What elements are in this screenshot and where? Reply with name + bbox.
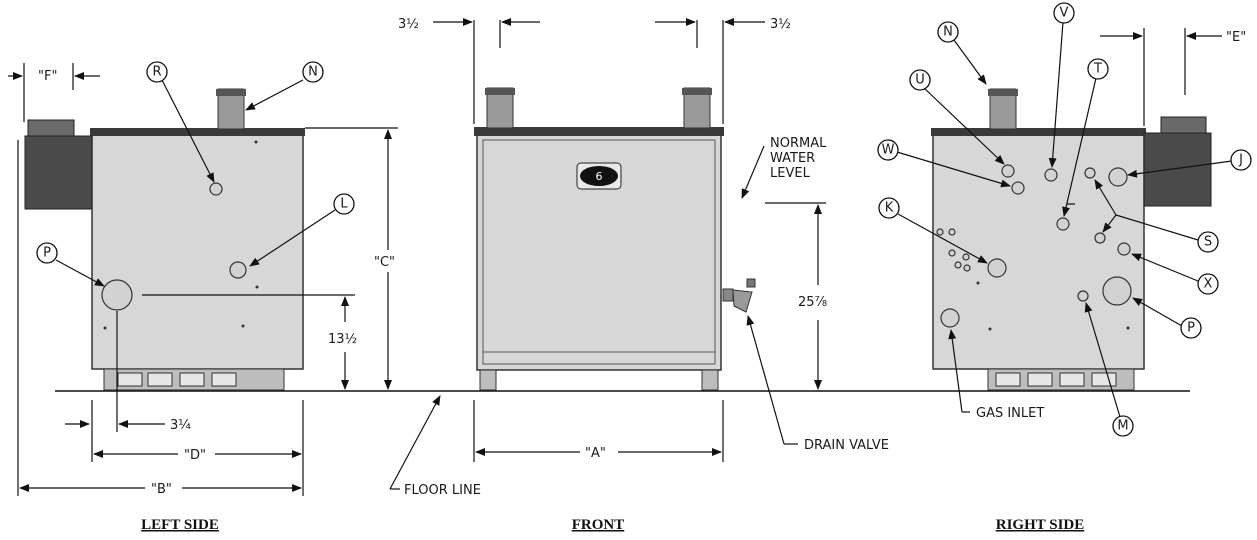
left-base: [103, 368, 285, 391]
bubble-s-right: S: [1204, 235, 1212, 250]
dim-13-half: 13½: [328, 332, 357, 347]
caption-front: FRONT: [572, 517, 625, 533]
left-top-panel: [90, 128, 305, 136]
dim-3-half-right: 3½: [770, 17, 791, 32]
bubble-p-left: P: [43, 246, 51, 261]
bubble-r-left: R: [152, 65, 161, 80]
gas-inlet-label: GAS INLET: [976, 406, 1044, 421]
dim-b: "B": [151, 482, 172, 497]
bubble-j-right: J: [1238, 153, 1243, 168]
hole-j: [1108, 167, 1128, 187]
dim-c: "C": [374, 255, 395, 270]
right-control-box: [1160, 116, 1207, 134]
hole-v: [1044, 168, 1058, 182]
right-base: [987, 368, 1135, 391]
hole-s-upper: [1084, 167, 1096, 179]
right-side-view: N V U T W J K S X P M GAS INLET "E" RIGH…: [877, 2, 1252, 533]
bubble-u-right: U: [915, 73, 925, 88]
caption-left-side: LEFT SIDE: [141, 517, 219, 533]
drain-valve-label: DRAIN VALVE: [804, 438, 889, 453]
right-top-panel: [931, 128, 1146, 136]
dim-25-7-8: 25⅞: [798, 295, 828, 310]
front-badge-text: 6: [596, 170, 603, 183]
left-side-view: R N L P "F" "C" 13½ 3¼ "D": [8, 61, 398, 533]
caption-right-side: RIGHT SIDE: [996, 517, 1085, 533]
hole-t: [1056, 217, 1070, 231]
hole-l: [229, 261, 247, 279]
bubble-n-left: N: [308, 65, 318, 80]
hole-m: [1077, 290, 1089, 302]
right-draft-hood: [1143, 132, 1212, 207]
hole-p-right: [1102, 276, 1132, 306]
front-top-panel: [474, 127, 724, 136]
dim-3-half-left: 3½: [398, 17, 419, 32]
hole-s-lower: [1094, 232, 1106, 244]
front-leg-right: [701, 369, 719, 391]
normal-water-level-2: WATER: [770, 151, 815, 166]
left-draft-hood: [24, 135, 93, 210]
bubble-w-right: W: [882, 143, 895, 158]
bubble-k-right: K: [885, 201, 894, 216]
front-view: 6 3½ 3½ NORMAL WATER LEVEL 25⅞ DRAIN: [389, 17, 889, 533]
dim-e: "E": [1226, 30, 1246, 45]
bubble-l-left: L: [340, 197, 348, 212]
front-panel-frame: [482, 139, 716, 365]
left-jacket: [91, 132, 304, 370]
bubble-v-right: V: [1060, 6, 1069, 21]
normal-water-level-3: LEVEL: [770, 166, 811, 181]
hole-gas-inlet: [940, 308, 960, 328]
front-leg-left: [479, 369, 497, 391]
bubble-x-right: X: [1204, 277, 1213, 292]
bubble-m-right: M: [1117, 419, 1128, 434]
dim-d: "D": [184, 448, 206, 463]
bubble-p-right: P: [1187, 321, 1195, 336]
hole-x: [1117, 242, 1131, 256]
normal-water-level-1: NORMAL: [770, 136, 827, 151]
hole-p-left: [101, 279, 133, 311]
left-flue-cap: [216, 89, 246, 96]
hole-r: [209, 182, 223, 196]
floor-line-label: FLOOR LINE: [404, 483, 481, 498]
left-control-box: [27, 119, 75, 137]
dim-3-quarter: 3¼: [170, 418, 191, 433]
hole-k: [987, 258, 1007, 278]
hole-w: [1011, 181, 1025, 195]
front-badge-logo: [580, 166, 618, 186]
hole-u: [1001, 164, 1015, 178]
bubble-t-right: T: [1093, 62, 1102, 77]
drain-valve: [722, 278, 756, 313]
right-jacket: [932, 132, 1145, 370]
bubble-n-right: N: [943, 25, 953, 40]
dim-a: "A": [585, 446, 606, 461]
dim-f: "F": [38, 69, 57, 84]
